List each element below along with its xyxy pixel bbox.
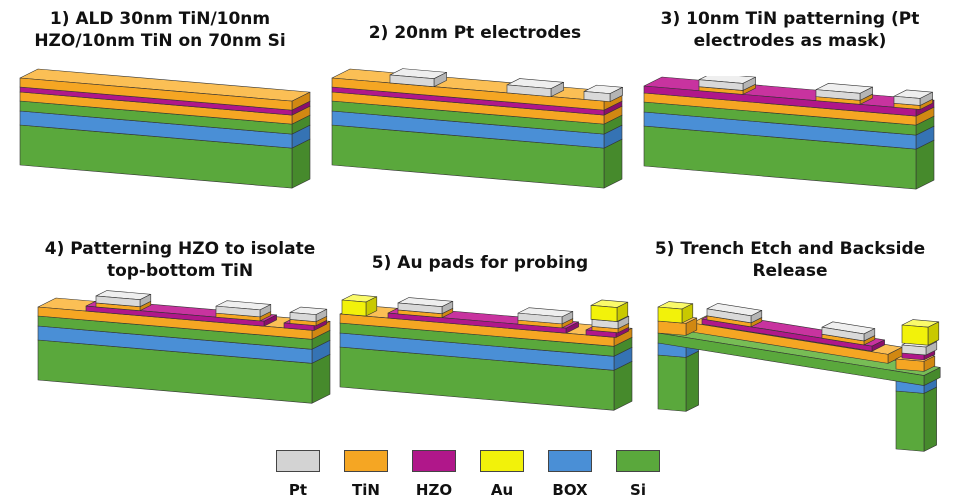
legend-item-tin: TiN xyxy=(336,450,396,499)
si-layer-front xyxy=(657,332,925,386)
legend-swatch-tin xyxy=(344,450,388,472)
legend-label-tin: TiN xyxy=(352,481,380,499)
step-3-stack-diagram xyxy=(643,76,935,190)
pt-layer-front xyxy=(289,312,317,322)
step-1-title: 1) ALD 30nm TiN/10nm HZO/10nm TiN on 70n… xyxy=(34,9,286,51)
pt-layer-front xyxy=(706,308,752,324)
pt-layer-front xyxy=(517,312,563,325)
legend-label-box: BOX xyxy=(552,481,588,499)
step-3-title: 3) 10nm TiN patterning (Pt electrodes as… xyxy=(660,9,920,51)
legend-label-au: Au xyxy=(490,481,514,499)
si-layer-front xyxy=(657,354,687,412)
step-6-released-beam-diagram xyxy=(657,301,941,452)
pt-layer-front xyxy=(583,91,611,102)
step-4-stack-diagram xyxy=(37,290,331,404)
pt-layer-front xyxy=(215,305,261,318)
pt-layer-front xyxy=(506,84,552,97)
material-legend: Pt TiN HZO Au BOX Si xyxy=(268,450,708,500)
tin-layer-front xyxy=(19,77,293,111)
step-4-title: 4) Patterning HZO to isolate top-bottom … xyxy=(44,239,316,281)
step-2-stack-diagram xyxy=(331,68,623,189)
tin-layer-front xyxy=(895,358,925,372)
pt-layer-front xyxy=(698,79,744,91)
pt-layer-front xyxy=(397,302,443,314)
au-layer-front xyxy=(341,299,367,317)
legend-item-si: Si xyxy=(608,450,668,499)
legend-item-box: BOX xyxy=(540,450,600,499)
step-6-title: 5) Trench Etch and Backside Release xyxy=(654,239,926,281)
au-layer-front xyxy=(657,306,683,324)
hzo-layer-front xyxy=(85,305,265,327)
si-layer-front xyxy=(895,390,925,452)
step-2-title: 2) 20nm Pt electrodes xyxy=(368,23,582,43)
legend-swatch-si xyxy=(616,450,660,472)
legend-item-hzo: HZO xyxy=(404,450,464,499)
legend-swatch-hzo xyxy=(412,450,456,472)
pt-layer-front xyxy=(901,344,927,356)
legend-label-si: Si xyxy=(630,481,646,499)
step-5-stack-diagram xyxy=(339,294,633,411)
pt-layer-front xyxy=(893,95,921,106)
step-5-title: 5) Au pads for probing xyxy=(371,253,589,273)
si-layer-side xyxy=(685,350,699,412)
legend-swatch-pt xyxy=(276,450,320,472)
step-1-stack-diagram xyxy=(19,68,311,189)
legend-item-pt: Pt xyxy=(268,450,328,499)
legend-label-pt: Pt xyxy=(288,481,308,499)
si-layer-side xyxy=(923,386,937,452)
au-layer-front xyxy=(590,305,618,322)
pt-layer-front xyxy=(95,295,141,307)
legend-label-hzo: HZO xyxy=(415,481,453,499)
pt-layer-front xyxy=(821,326,865,342)
pt-layer-front xyxy=(815,89,861,101)
hzo-layer-front xyxy=(701,318,873,352)
au-layer-front xyxy=(901,324,929,346)
pt-layer-front xyxy=(389,74,435,87)
legend-item-au: Au xyxy=(472,450,532,499)
hzo-layer-front xyxy=(387,312,567,334)
legend-swatch-box xyxy=(548,450,592,472)
legend-swatch-au xyxy=(480,450,524,472)
